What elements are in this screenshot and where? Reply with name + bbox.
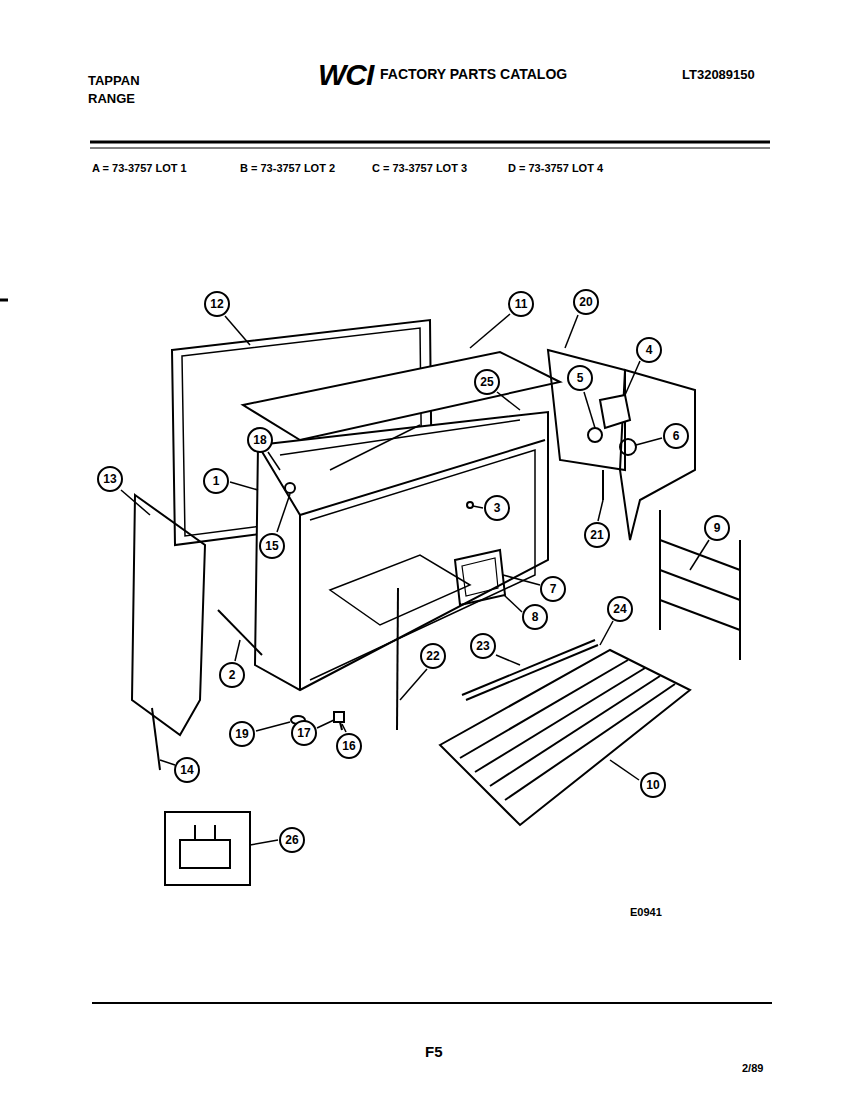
header-text: C = 73-3757 LOT 3 (372, 162, 467, 174)
callout-number: 18 (247, 427, 273, 453)
callout-number: 7 (540, 576, 566, 602)
callout-number: 23 (470, 633, 496, 659)
callout-number: 12 (204, 291, 230, 317)
brand-logo: WCI (318, 58, 373, 91)
callout-number: 11 (508, 291, 534, 317)
callout-number: 8 (522, 604, 548, 630)
callout-number: 21 (584, 522, 610, 548)
header-text: TAPPAN (88, 74, 140, 88)
callout-number: 1 (203, 468, 229, 494)
header-text: E0941 (630, 906, 662, 918)
callout-number: 17 (291, 720, 317, 746)
callout-number: 3 (484, 495, 510, 521)
header-text: F5 (425, 1044, 443, 1061)
callout-number: 24 (607, 596, 633, 622)
callout-number: 13 (97, 466, 123, 492)
header-text: B = 73-3757 LOT 2 (240, 162, 335, 174)
callout-number: 2 (219, 662, 245, 688)
header-text: RANGE (88, 92, 135, 106)
callout-number: 22 (420, 643, 446, 669)
callout-number: 15 (259, 533, 285, 559)
callout-number: 19 (229, 721, 255, 747)
catalog-title: FACTORY PARTS CATALOG (380, 67, 567, 82)
callout-number: 20 (573, 289, 599, 315)
header-text: LT32089150 (682, 68, 755, 82)
callout-number: 25 (474, 369, 500, 395)
callout-number: 5 (567, 365, 593, 391)
callout-number: 9 (704, 515, 730, 541)
callout-number: 10 (640, 772, 666, 798)
header-text: D = 73-3757 LOT 4 (508, 162, 603, 174)
callout-number: 26 (279, 827, 305, 853)
header-text: 2/89 (742, 1062, 763, 1074)
callout-number: 14 (174, 757, 200, 783)
callout-number: 6 (663, 423, 689, 449)
callout-number: 4 (636, 337, 662, 363)
callout-number: 16 (336, 733, 362, 759)
header-text: A = 73-3757 LOT 1 (92, 162, 187, 174)
